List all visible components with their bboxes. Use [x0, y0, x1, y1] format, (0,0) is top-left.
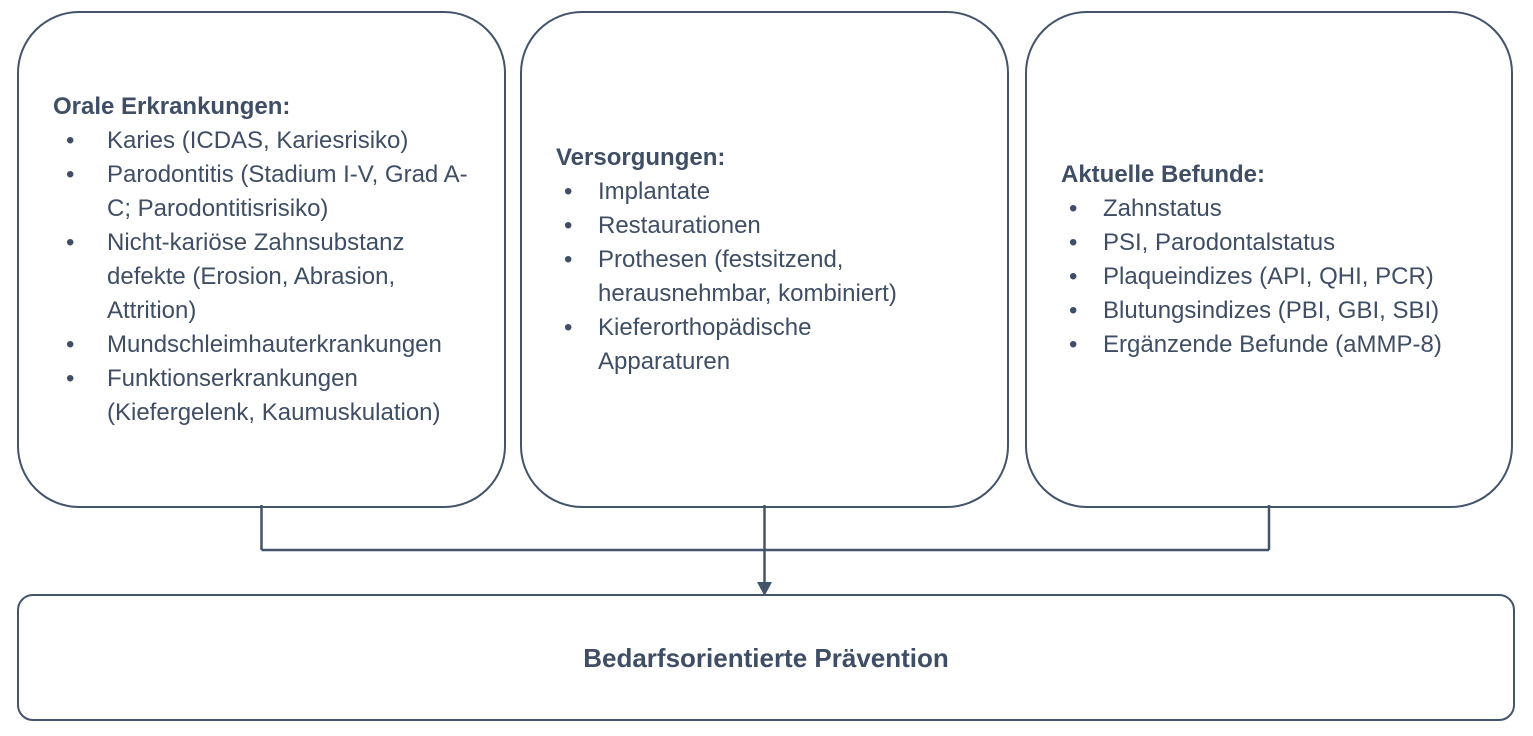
- list-item: Plaqueindizes (API, QHI, PCR): [1061, 260, 1483, 294]
- list-item: Karies (ICDAS, Kariesrisiko): [53, 124, 476, 158]
- box-bedarfsorientierte-praevention: Bedarfsorientierte Prävention: [17, 594, 1515, 721]
- box-content: Versorgungen: Implantate Restaurationen …: [522, 141, 1007, 379]
- box-content: Orale Erkrankungen: Karies (ICDAS, Karie…: [19, 90, 504, 430]
- arrow-down-icon: [757, 582, 772, 596]
- box-list-versorgungen: Implantate Restaurationen Prothesen (fes…: [556, 175, 927, 379]
- box-content: Aktuelle Befunde: Zahnstatus PSI, Parodo…: [1027, 158, 1511, 362]
- list-item: Blutungsindizes (PBI, GBI, SBI): [1061, 294, 1483, 328]
- list-item: Prothesen (festsitzend, herausnehmbar, k…: [556, 243, 927, 311]
- list-item: Implantate: [556, 175, 927, 209]
- list-item: Ergänzende Befunde (aMMP-8): [1061, 328, 1483, 362]
- list-item: PSI, Parodontalstatus: [1061, 226, 1483, 260]
- list-item: Nicht-kariöse Zahnsubstanz defekte (Eros…: [53, 226, 476, 328]
- list-item: Funktionserkrankungen (Kiefergelenk, Kau…: [53, 362, 476, 430]
- box-versorgungen: Versorgungen: Implantate Restaurationen …: [520, 11, 1009, 508]
- box-title-orale-erkrankungen: Orale Erkrankungen:: [53, 92, 291, 120]
- list-item: Restaurationen: [556, 209, 927, 243]
- box-list-orale-erkrankungen: Karies (ICDAS, Kariesrisiko) Parodontiti…: [53, 124, 476, 430]
- list-item: Zahnstatus: [1061, 192, 1483, 226]
- box-list-aktuelle-befunde: Zahnstatus PSI, Parodontalstatus Plaquei…: [1061, 192, 1483, 362]
- box-title-aktuelle-befunde: Aktuelle Befunde:: [1061, 160, 1266, 188]
- result-box-label: Bedarfsorientierte Prävention: [583, 642, 949, 673]
- list-item: Mundschleimhauterkrankungen: [53, 328, 476, 362]
- box-aktuelle-befunde: Aktuelle Befunde: Zahnstatus PSI, Parodo…: [1025, 11, 1513, 508]
- connector-lines: [260, 505, 1271, 596]
- list-item: Kieferorthopädische Apparaturen: [556, 311, 927, 379]
- box-title-versorgungen: Versorgungen:: [556, 143, 726, 171]
- box-orale-erkrankungen: Orale Erkrankungen: Karies (ICDAS, Karie…: [17, 11, 506, 508]
- list-item: Parodontitis (Stadium I-V, Grad A-C; Par…: [53, 158, 476, 226]
